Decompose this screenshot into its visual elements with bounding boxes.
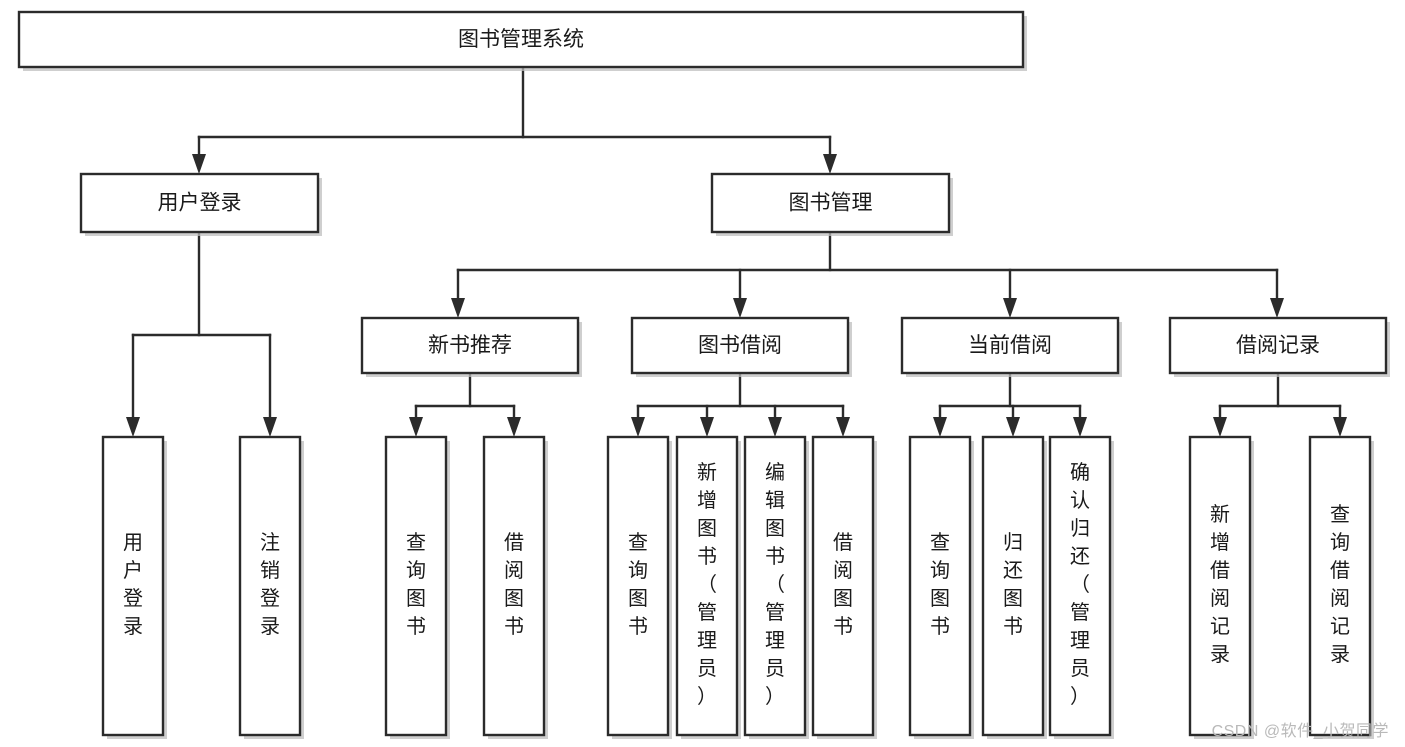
node-label: 新增借阅记录 [1210,503,1230,666]
node-book-management[interactable]: 图书管理 [710,172,953,236]
arrow-head-icon [507,417,521,437]
connector-borrow-record-to-leaves [1213,371,1347,437]
node-root[interactable]: 图书管理系统 [17,10,1027,71]
node-leaf-query-book-borrow[interactable]: 查询图书 [606,435,672,739]
node-box[interactable] [981,435,1045,737]
node-label: 借阅图书 [833,531,853,638]
node-label: 图书管理 [789,192,873,215]
node-box[interactable] [710,172,951,234]
node-label: 用户登录 [123,532,143,638]
arrow-head-icon [451,298,465,318]
arrow-head-icon [733,298,747,318]
node-box[interactable] [900,316,1120,375]
node-leaf-query-book-recommend[interactable]: 查询图书 [384,435,450,739]
node-label: 注销登录 [260,531,280,638]
node-leaf-edit-book-admin[interactable]: 编辑图书（管理员） [743,435,809,739]
node-box[interactable] [908,435,972,737]
node-box[interactable] [811,435,875,737]
arrow-head-icon [768,417,782,437]
node-leaf-add-borrow-record[interactable]: 新增借阅记录 [1188,435,1254,739]
arrow-head-icon [700,417,714,437]
node-box[interactable] [675,435,739,737]
node-box[interactable] [1188,435,1252,737]
node-label: 新书推荐 [428,334,512,357]
arrow-head-icon [1006,417,1020,437]
node-leaf-return-book[interactable]: 归还图书 [981,435,1047,739]
arrow-head-icon [1213,417,1227,437]
node-box[interactable] [384,435,448,737]
node-current-borrow[interactable]: 当前借阅 [900,316,1122,377]
node-leaf-query-borrow-record[interactable]: 查询借阅记录 [1308,435,1374,739]
node-label: 查询图书 [406,531,426,638]
node-leaf-borrow-book-recommend[interactable]: 借阅图书 [482,435,548,739]
node-new-book-recommend[interactable]: 新书推荐 [360,316,582,377]
connector-root-to-level2 [192,65,837,174]
node-label: 新增图书（管理员） [697,461,717,708]
arrow-head-icon [192,154,206,174]
arrow-head-icon [631,417,645,437]
arrow-head-icon [836,417,850,437]
node-label: 归还图书 [1003,531,1023,638]
node-label: 借阅记录 [1236,334,1320,357]
connector-current-borrow-to-leaves [933,371,1087,437]
node-borrow-record[interactable]: 借阅记录 [1168,316,1390,377]
node-label: 图书管理系统 [458,28,584,51]
arrow-head-icon [1270,298,1284,318]
node-label: 确认归还（管理员） [1070,461,1090,708]
arrow-head-icon [933,417,947,437]
arrow-head-icon [823,154,837,174]
connector-layer [126,65,1347,437]
node-layer: 图书管理系统用户登录图书管理新书推荐图书借阅当前借阅借阅记录用户登录注销登录查询… [17,10,1390,739]
node-leaf-user-logout[interactable]: 注销登录 [238,435,304,739]
node-box[interactable] [630,316,850,375]
arrow-head-icon [263,417,277,437]
node-box[interactable] [101,435,165,737]
node-box[interactable] [743,435,807,737]
node-box[interactable] [17,10,1025,69]
node-box[interactable] [1308,435,1372,737]
node-leaf-confirm-return-admin[interactable]: 确认归还（管理员） [1048,435,1114,739]
arrow-head-icon [1333,417,1347,437]
node-label: 借阅图书 [504,531,524,638]
node-label: 图书借阅 [698,334,782,357]
node-label: 编辑图书（管理员） [765,461,785,708]
node-label: 查询借阅记录 [1330,503,1350,666]
connector-book-management-to-level3 [451,230,1284,318]
node-leaf-query-book-current[interactable]: 查询图书 [908,435,974,739]
node-label: 查询图书 [628,531,648,638]
connector-user-login-to-leaves [126,230,277,437]
node-book-borrow[interactable]: 图书借阅 [630,316,852,377]
watermark-text: CSDN @软件_小贺同学 [1211,723,1389,740]
node-leaf-add-book-admin[interactable]: 新增图书（管理员） [675,435,741,739]
arrow-head-icon [1003,298,1017,318]
node-box[interactable] [360,316,580,375]
arrow-head-icon [409,417,423,437]
arrow-head-icon [126,417,140,437]
node-leaf-user-login[interactable]: 用户登录 [101,435,167,739]
node-box[interactable] [1048,435,1112,737]
connector-book-borrow-to-leaves [631,371,850,437]
node-leaf-borrow-book[interactable]: 借阅图书 [811,435,877,739]
node-label: 查询图书 [930,531,950,638]
node-label: 当前借阅 [968,334,1052,357]
node-box[interactable] [238,435,302,737]
node-box[interactable] [79,172,320,234]
node-label: 用户登录 [158,192,242,215]
node-box[interactable] [606,435,670,737]
node-box[interactable] [482,435,546,737]
node-user-login[interactable]: 用户登录 [79,172,322,236]
node-box[interactable] [1168,316,1388,375]
arrow-head-icon [1073,417,1087,437]
connector-new-book-recommend-to-leaves [409,371,521,437]
